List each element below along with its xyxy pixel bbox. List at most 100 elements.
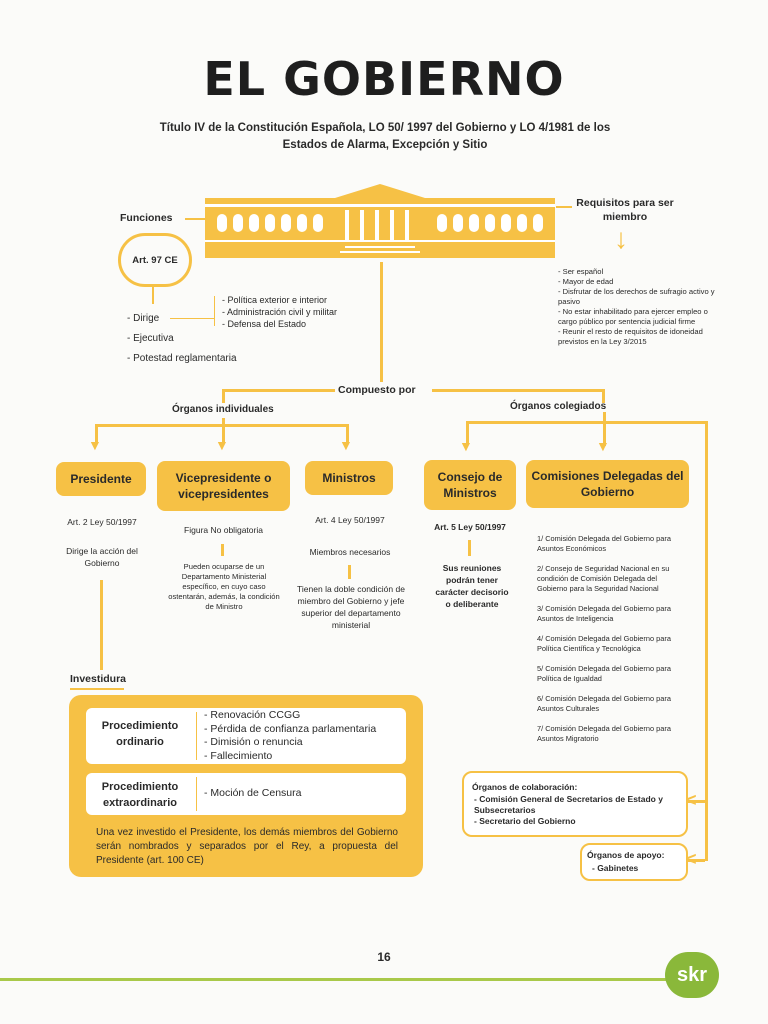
comision-item: 5/ Comisión Delegada del Gobierno para P… (537, 664, 671, 683)
comisiones-box: Comisiones Delegadas del Gobierno (526, 460, 689, 508)
funciones-list: - Dirige - Ejecutiva - Potestad reglamen… (127, 309, 237, 369)
branch-left-drop (222, 389, 225, 403)
vice-line (221, 544, 224, 556)
consejo-article: Art. 5 Ley 50/1997 (434, 522, 506, 532)
consejo-desc: Sus reuniones podrán tener carácter deci… (435, 563, 509, 609)
ordinario-list: - Renovación CCGG - Pérdida de confianza… (204, 709, 376, 763)
arrow-down-icon: ▼ (596, 438, 610, 454)
funciones-label: Funciones (120, 212, 173, 224)
presidente-line (100, 580, 103, 670)
footer-line (0, 978, 700, 981)
investidura-note: Una vez investido el Presidente, los dem… (96, 827, 398, 866)
ordinario-item: - Renovación CCGG (204, 709, 301, 721)
funcion-item: - Potestad reglamentaria (127, 353, 237, 364)
requisitos-connector (556, 206, 572, 208)
dirige-sub-item: - Defensa del Estado (222, 319, 307, 329)
arrow-down-icon: ▼ (339, 437, 353, 453)
ministros-box: Ministros (305, 461, 393, 495)
comisiones-drop (603, 412, 606, 446)
investidura-underline (70, 688, 124, 690)
requisito-item: - No estar inhabilitado para ejercer emp… (558, 307, 708, 326)
branch-right-drop (602, 389, 605, 403)
right-side-line (705, 421, 708, 861)
presidente-article: Art. 2 Ley 50/1997 (67, 517, 137, 527)
extraordinario-item: - Moción de Censura (204, 787, 302, 799)
requisito-item: - Reunir el resto de requisitos de idone… (558, 327, 703, 346)
dirige-sub-item: - Administración civil y militar (222, 307, 338, 317)
ministros-article: Art. 4 Ley 50/1997 (315, 515, 385, 525)
ordinario-item: - Fallecimiento (204, 749, 273, 762)
dirige-bracket (214, 296, 221, 326)
vice-figure: Figura No obligatoria (184, 525, 263, 535)
branch-left (222, 389, 335, 392)
presidente-drop (95, 424, 98, 444)
dirige-sublist: - Política exterior e interior - Adminis… (222, 294, 337, 330)
requisito-item: - Disfrutar de los derechos de sufragio … (558, 287, 715, 306)
apoyo-connector (687, 859, 705, 862)
colaboracion-item: - Secretario del Gobierno (474, 816, 576, 826)
colegiados-bar (466, 421, 706, 424)
colaboracion-item: - Comisión General de Secretarios de Est… (474, 794, 663, 815)
ministros-necesarios: Miembros necesarios (309, 547, 391, 557)
branch-right (432, 389, 604, 392)
arrow-down-icon: ↓ (614, 223, 628, 254)
requisito-item: - Ser español (558, 267, 604, 276)
funcion-item: - Ejecutiva (127, 333, 174, 344)
page-subtitle: Título IV de la Constitución Española, L… (159, 122, 611, 151)
arrow-left-icon: < (686, 849, 697, 869)
individuales-label: Órganos individuales (172, 404, 274, 415)
skr-logo: skr (665, 952, 719, 998)
comision-item: 4/ Comisión Delegada del Gobierno para P… (537, 634, 671, 653)
funcion-item: - Dirige (127, 313, 160, 324)
dirige-connector (170, 318, 215, 319)
colaboracion-connector (687, 800, 705, 803)
arrow-left-icon: < (686, 790, 697, 810)
consejo-line (468, 540, 471, 556)
extraordinario-box (86, 773, 406, 815)
consejo-drop (466, 421, 469, 445)
comisiones-list: 1/ Comisión Delegada del Gobierno para A… (537, 534, 687, 744)
presidente-box: Presidente (56, 462, 146, 496)
ordinario-item: - Pérdida de confianza parlamentaria (204, 722, 377, 735)
funciones-article: Art. 97 CE (118, 233, 192, 287)
ministros-line (348, 565, 351, 579)
presidente-desc: Dirige la acción del Gobierno (66, 546, 138, 568)
extraordinario-title: Procedimiento extraordinario (101, 781, 179, 809)
trunk-line (380, 262, 383, 382)
colaboracion-box (462, 771, 688, 837)
ministros-desc: Tienen la doble condición de miembro del… (297, 584, 405, 630)
dirige-sub-item: - Política exterior e interior (222, 295, 328, 305)
ordinario-item: - Dimisión o renuncia (204, 736, 303, 748)
colaboracion-title: Órganos de colaboración: (472, 782, 578, 792)
ordinario-divider (196, 712, 197, 760)
building-icon (205, 184, 555, 258)
funciones-stem (152, 286, 154, 304)
page-number: 16 (377, 950, 391, 964)
investidura-label: Investidura (70, 673, 127, 685)
apoyo-item: - Gabinetes (592, 863, 639, 873)
vice-desc: Pueden ocuparse de un Departamento Minis… (168, 562, 280, 611)
comision-item: 7/ Comisión Delegada del Gobierno para A… (537, 724, 671, 743)
comision-item: 6/ Comisión Delegada del Gobierno para A… (537, 694, 671, 713)
apoyo-box (580, 843, 688, 881)
ministros-drop (346, 424, 349, 444)
page-title: EL GOBIERNO (203, 52, 565, 106)
colaboracion-list: - Comisión General de Secretarios de Est… (474, 794, 679, 827)
compuesto-label: Compuesto por (338, 384, 416, 396)
funciones-connector (185, 218, 207, 220)
ordinario-box (86, 708, 406, 764)
comision-item: 2/ Consejo de Seguridad Nacional en su c… (537, 564, 670, 593)
consejo-box: Consejo de Ministros (424, 460, 516, 510)
arrow-down-icon: ▼ (459, 438, 473, 454)
ordinario-title: Procedimiento ordinario (101, 720, 179, 748)
vicepresidente-box: Vicepresidente o vicepresidentes (157, 461, 290, 511)
extra-divider (196, 777, 197, 811)
apoyo-title: Órganos de apoyo: (587, 850, 665, 860)
arrow-down-icon: ▼ (215, 437, 229, 453)
arrow-down-icon: ▼ (88, 437, 102, 453)
vice-drop (222, 418, 225, 444)
requisito-item: - Mayor de edad (558, 277, 614, 286)
colegiados-label: Órganos colegiados (510, 401, 607, 412)
requisitos-label: Requisitos para ser miembro (576, 197, 674, 223)
comision-item: 3/ Comisión Delegada del Gobierno para A… (537, 604, 671, 623)
